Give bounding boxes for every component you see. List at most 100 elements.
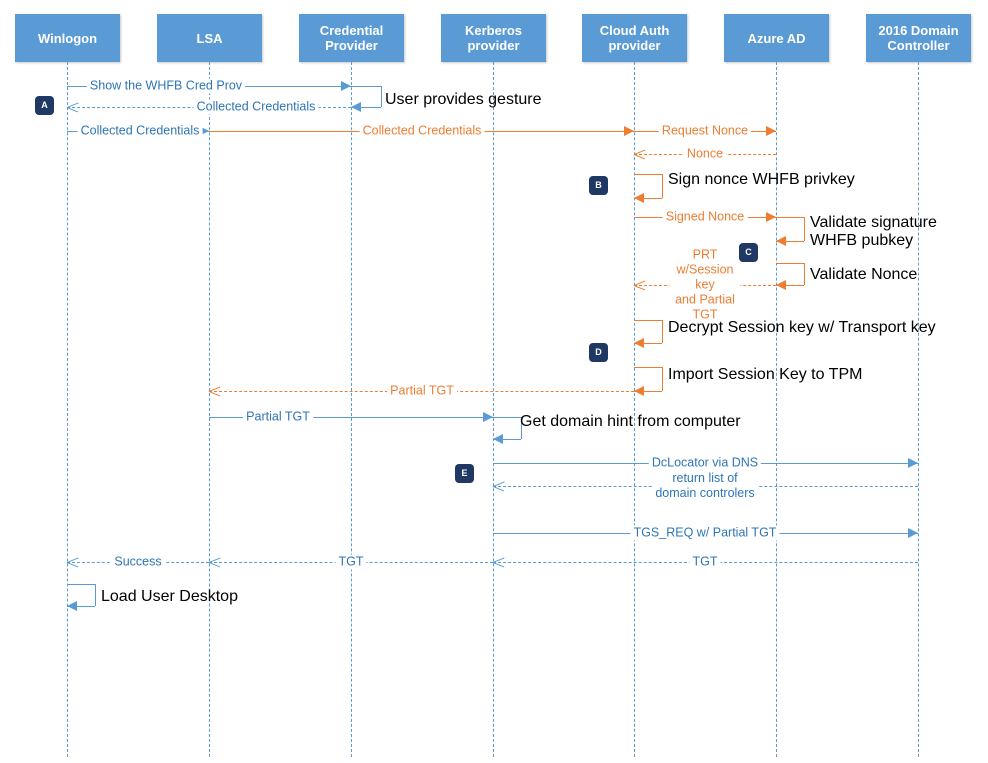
self-call-s7	[493, 417, 522, 444]
message-label: Request Nonce	[658, 123, 752, 139]
actor-label: Azure AD	[747, 30, 806, 46]
message-line	[209, 417, 493, 418]
self-call-s8	[67, 584, 96, 611]
lifeline-winlogon	[67, 62, 68, 757]
self-call-bottom-segment	[776, 241, 804, 242]
actor-box-azuread: Azure AD	[724, 14, 829, 62]
message-label: Show the WHFB Cred Prov	[86, 78, 246, 94]
arrowhead-left-icon	[493, 556, 505, 568]
arrowhead-left-icon	[67, 600, 77, 611]
self-call-label: Import Session Key to TPM	[668, 366, 863, 383]
self-call-s5	[634, 320, 663, 348]
self-call-bottom-segment	[776, 285, 804, 286]
lifeline-azuread	[776, 62, 777, 757]
arrowhead-left-icon	[634, 337, 644, 348]
actor-label: LSA	[196, 30, 223, 46]
self-call-label: Validate Nonce	[810, 266, 918, 283]
message-label: Partial TGT	[387, 383, 457, 399]
lifeline-credprov	[351, 62, 352, 757]
self-call-right-segment	[95, 584, 96, 606]
message-label: return list of domain controlers	[652, 471, 758, 501]
arrowhead-left-icon	[67, 556, 79, 568]
lifeline-dc	[918, 62, 919, 757]
message-label: Collected Credentials	[359, 123, 485, 139]
arrowhead-left-icon	[776, 235, 786, 246]
arrowhead-left-icon	[209, 385, 221, 397]
self-call-s2	[634, 174, 663, 203]
message-label: TGT	[689, 554, 721, 570]
arrowhead-left-icon	[209, 556, 221, 568]
arrowhead-left-icon	[776, 279, 786, 290]
lifeline-lsa	[209, 62, 210, 757]
arrowhead-right-icon	[341, 81, 351, 91]
arrowhead-right-icon	[908, 458, 918, 468]
message-label: Collected Credentials	[77, 123, 203, 139]
self-call-right-segment	[804, 217, 805, 241]
arrowhead-right-icon	[908, 528, 918, 538]
self-call-label: Load User Desktop	[101, 588, 238, 605]
self-call-top-segment	[351, 86, 381, 87]
self-call-top-segment	[776, 217, 804, 218]
arrowhead-left-icon	[634, 148, 646, 160]
self-call-label: Validate signature WHFB pubkey	[810, 214, 937, 249]
self-call-label: User provides gesture	[385, 91, 542, 108]
self-call-s6	[634, 367, 663, 396]
arrowhead-left-icon	[67, 101, 79, 113]
self-call-right-segment	[662, 320, 663, 343]
self-call-s4	[776, 263, 805, 290]
message-label: PRT w/Session key and Partial TGT	[669, 247, 741, 323]
actor-box-kerberos: Kerberos provider	[441, 14, 546, 62]
message-label: TGT	[335, 554, 367, 570]
actor-box-cloudauth: Cloud Auth provider	[582, 14, 687, 62]
self-call-s3	[776, 217, 805, 246]
message-label: Signed Nonce	[662, 209, 748, 225]
arrowhead-right-icon	[766, 126, 776, 136]
arrowhead-left-icon	[493, 433, 503, 444]
self-call-top-segment	[493, 417, 521, 418]
arrowhead-right-icon	[624, 126, 634, 136]
actor-box-lsa: LSA	[157, 14, 262, 62]
step-badge-c: C	[740, 244, 757, 261]
self-call-s1	[351, 86, 382, 112]
self-call-top-segment	[634, 367, 662, 368]
arrowhead-left-icon	[493, 480, 505, 492]
message-label: Collected Credentials	[193, 99, 319, 115]
actor-label: 2016 Domain Controller	[878, 23, 959, 53]
step-badge-d: D	[590, 344, 607, 361]
arrowhead-left-icon	[634, 385, 644, 396]
self-call-right-segment	[381, 86, 382, 107]
step-badge-b: B	[590, 177, 607, 194]
self-call-bottom-segment	[351, 107, 381, 108]
step-badge-a: A	[36, 97, 53, 114]
actor-box-winlogon: Winlogon	[15, 14, 120, 62]
message-label: DcLocator via DNS	[648, 455, 762, 471]
lifeline-cloudauth	[634, 62, 635, 757]
message-label: TGS_REQ w/ Partial TGT	[630, 525, 780, 541]
self-call-right-segment	[662, 367, 663, 391]
arrowhead-left-icon	[351, 101, 361, 112]
self-call-top-segment	[776, 263, 804, 264]
lifeline-kerberos	[493, 62, 494, 757]
self-call-top-segment	[634, 320, 662, 321]
self-call-bottom-segment	[634, 391, 662, 392]
message-label: Success	[111, 554, 165, 570]
self-call-label: Get domain hint from computer	[520, 413, 741, 430]
arrowhead-left-icon	[634, 192, 644, 203]
self-call-right-segment	[662, 174, 663, 198]
actor-label: Cloud Auth provider	[599, 23, 670, 53]
self-call-right-segment	[521, 417, 522, 439]
self-call-bottom-segment	[67, 606, 95, 607]
self-call-bottom-segment	[634, 343, 662, 344]
actor-box-dc: 2016 Domain Controller	[866, 14, 971, 62]
self-call-right-segment	[804, 263, 805, 285]
self-call-label: Sign nonce WHFB privkey	[668, 171, 855, 188]
message-label: Nonce	[683, 146, 727, 162]
actor-box-credprov: Credential Provider	[299, 14, 404, 62]
self-call-top-segment	[634, 174, 662, 175]
arrowhead-right-icon	[483, 412, 493, 422]
self-call-label: Decrypt Session key w/ Transport key	[668, 319, 936, 336]
actor-label: Kerberos provider	[464, 23, 523, 53]
self-call-top-segment	[67, 584, 95, 585]
arrowhead-right-icon	[199, 126, 209, 136]
